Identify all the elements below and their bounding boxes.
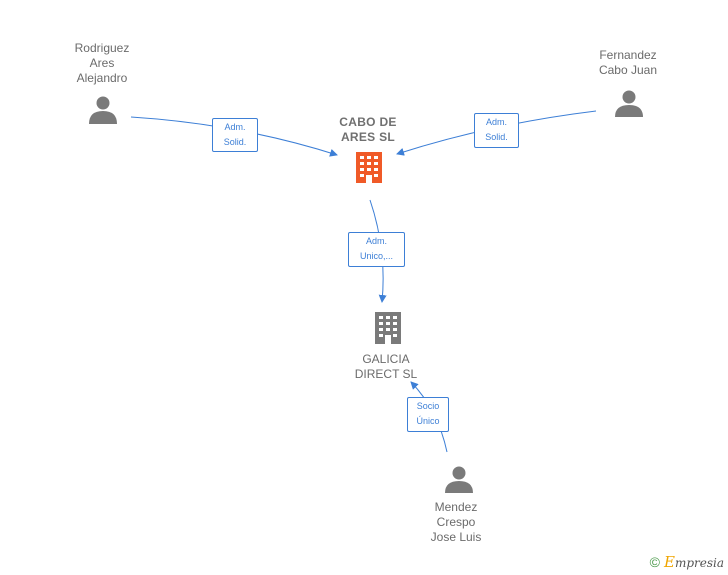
building-icon[interactable] (356, 152, 382, 183)
person-icon[interactable] (89, 96, 117, 125)
building-icon[interactable] (375, 312, 401, 344)
edge-label-mendez-galicia: Socio Único (407, 397, 449, 432)
person-icon[interactable] (615, 90, 643, 118)
edge-label-rodriguez-cabo: Adm. Solid. (212, 118, 258, 152)
edge-label-cabo-galicia: Adm. Unico,... (348, 232, 405, 267)
node-label-cabo-de-ares[interactable]: CABO DE ARES SL (339, 115, 397, 144)
node-label-mendez[interactable]: Mendez Crespo Jose Luis (430, 500, 482, 544)
node-label-rodriguez[interactable]: Rodriguez Ares Alejandro (74, 41, 130, 85)
node-label-galicia-direct[interactable]: GALICIA DIRECT SL (354, 352, 418, 381)
person-icon[interactable] (445, 466, 473, 494)
copyright-icon: © (649, 554, 660, 570)
edge-label-fernandez-cabo: Adm. Solid. (474, 113, 519, 148)
footer-brand[interactable]: © Empresia (650, 553, 724, 571)
node-label-fernandez[interactable]: Fernandez Cabo Juan (598, 48, 658, 77)
brand-logo: Empresia (663, 553, 724, 571)
